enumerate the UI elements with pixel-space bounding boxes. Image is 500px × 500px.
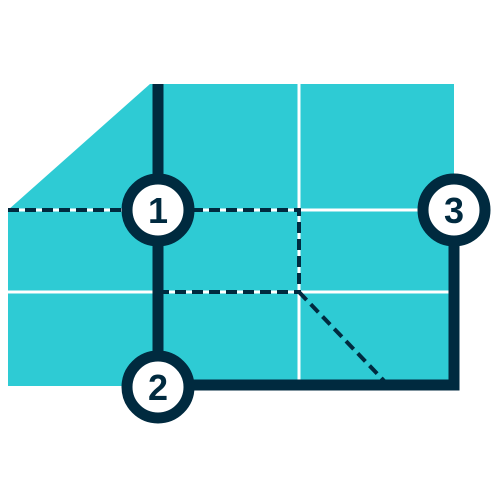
marker-1: 1	[121, 173, 195, 247]
marker-3: 3	[417, 173, 491, 247]
marker-3-label: 3	[444, 190, 464, 231]
marker-2-label: 2	[148, 367, 168, 408]
marker-2: 2	[121, 350, 195, 424]
dashed-route-diagonal	[297, 290, 390, 387]
marker-1-circle	[121, 173, 195, 247]
marker-3-circle	[417, 173, 491, 247]
solid-route-bottom	[158, 210, 460, 391]
marker-1-label: 1	[148, 190, 168, 231]
marker-2-circle	[121, 350, 195, 424]
dashed-route-upper	[158, 208, 301, 292]
area-shape	[8, 84, 454, 386]
